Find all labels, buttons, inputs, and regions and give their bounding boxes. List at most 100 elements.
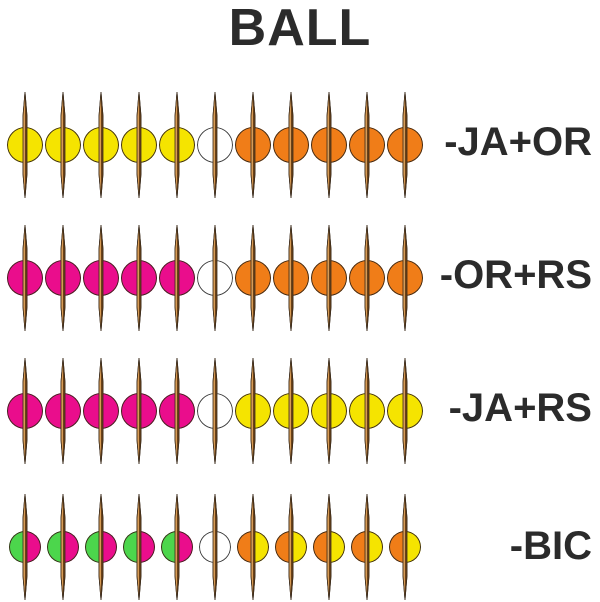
bead[interactable] — [311, 393, 347, 429]
bead[interactable] — [85, 531, 117, 563]
bead-unit[interactable] — [158, 356, 196, 466]
bead[interactable] — [387, 127, 423, 163]
bead[interactable] — [45, 127, 81, 163]
bead[interactable] — [235, 260, 271, 296]
bead-unit[interactable] — [120, 492, 158, 602]
bead-outline — [311, 127, 347, 163]
bead-outline — [387, 393, 423, 429]
bead[interactable] — [121, 393, 157, 429]
bead-strip — [0, 492, 421, 602]
bead-outline — [45, 127, 81, 163]
bead[interactable] — [273, 260, 309, 296]
page-title: BALL — [228, 0, 372, 57]
bead[interactable] — [235, 393, 271, 429]
bead-unit[interactable] — [120, 90, 158, 200]
bead[interactable] — [349, 393, 385, 429]
bead-unit[interactable] — [234, 356, 272, 466]
bead-unit[interactable] — [82, 90, 120, 200]
bead[interactable] — [159, 393, 195, 429]
bead-outline — [235, 260, 271, 296]
bead-unit[interactable] — [44, 90, 82, 200]
bead[interactable] — [311, 260, 347, 296]
bead[interactable] — [159, 260, 195, 296]
bead-unit[interactable] — [82, 492, 120, 602]
bead-unit[interactable] — [234, 492, 272, 602]
bead[interactable] — [273, 127, 309, 163]
bead-unit[interactable] — [44, 223, 82, 333]
bead-unit[interactable] — [272, 356, 310, 466]
bead[interactable] — [387, 393, 423, 429]
bead-unit[interactable] — [272, 90, 310, 200]
bead-unit[interactable] — [348, 492, 386, 602]
bead[interactable] — [45, 393, 81, 429]
row-label-2: -OR+RS — [439, 253, 592, 297]
bead[interactable] — [83, 127, 119, 163]
bead[interactable] — [45, 260, 81, 296]
bead-unit[interactable] — [82, 356, 120, 466]
bead-unit[interactable] — [386, 90, 424, 200]
bead-unit[interactable] — [348, 223, 386, 333]
bead-unit[interactable] — [196, 356, 234, 466]
bead[interactable] — [311, 127, 347, 163]
bead-unit[interactable] — [272, 223, 310, 333]
bead-unit[interactable] — [310, 223, 348, 333]
bead-unit[interactable] — [386, 492, 424, 602]
bead[interactable] — [121, 260, 157, 296]
bead-unit[interactable] — [196, 90, 234, 200]
bead-unit[interactable] — [120, 223, 158, 333]
bead-unit[interactable] — [310, 90, 348, 200]
bead-unit[interactable] — [158, 492, 196, 602]
bead[interactable] — [235, 127, 271, 163]
bead-unit[interactable] — [310, 356, 348, 466]
bead[interactable] — [351, 531, 383, 563]
bead-empty[interactable] — [199, 531, 231, 563]
bead-row-1: -JA+OR — [0, 90, 600, 200]
bead-unit[interactable] — [120, 356, 158, 466]
bead[interactable] — [47, 531, 79, 563]
bead[interactable] — [9, 531, 41, 563]
bead[interactable] — [273, 393, 309, 429]
bead[interactable] — [387, 260, 423, 296]
bead-empty[interactable] — [197, 127, 233, 163]
bead[interactable] — [313, 531, 345, 563]
bead-unit[interactable] — [234, 90, 272, 200]
bead-unit[interactable] — [6, 356, 44, 466]
bead-unit[interactable] — [82, 223, 120, 333]
bead[interactable] — [83, 393, 119, 429]
bead-unit[interactable] — [310, 492, 348, 602]
bead-unit[interactable] — [44, 356, 82, 466]
bead[interactable] — [237, 531, 269, 563]
bead[interactable] — [83, 260, 119, 296]
bead[interactable] — [275, 531, 307, 563]
bead-unit[interactable] — [196, 492, 234, 602]
bead-unit[interactable] — [158, 90, 196, 200]
bead-empty[interactable] — [197, 393, 233, 429]
bead-unit[interactable] — [6, 90, 44, 200]
bead-outline — [235, 393, 271, 429]
bead[interactable] — [349, 127, 385, 163]
bead[interactable] — [123, 531, 155, 563]
bead-strip — [0, 90, 423, 200]
bead[interactable] — [121, 127, 157, 163]
bead-unit[interactable] — [6, 223, 44, 333]
bead[interactable] — [161, 531, 193, 563]
bead-empty[interactable] — [197, 260, 233, 296]
bead[interactable] — [349, 260, 385, 296]
bead-unit[interactable] — [234, 223, 272, 333]
bead-outline — [83, 260, 119, 296]
bead[interactable] — [7, 260, 43, 296]
bead[interactable] — [389, 531, 421, 563]
bead-unit[interactable] — [272, 492, 310, 602]
bead-unit[interactable] — [6, 492, 44, 602]
bead[interactable] — [7, 127, 43, 163]
bead[interactable] — [159, 127, 195, 163]
bead-unit[interactable] — [386, 223, 424, 333]
bead-outline — [159, 393, 195, 429]
bead-unit[interactable] — [196, 223, 234, 333]
bead-unit[interactable] — [348, 356, 386, 466]
bead-unit[interactable] — [44, 492, 82, 602]
bead-unit[interactable] — [158, 223, 196, 333]
bead-unit[interactable] — [348, 90, 386, 200]
bead[interactable] — [7, 393, 43, 429]
bead-unit[interactable] — [386, 356, 424, 466]
